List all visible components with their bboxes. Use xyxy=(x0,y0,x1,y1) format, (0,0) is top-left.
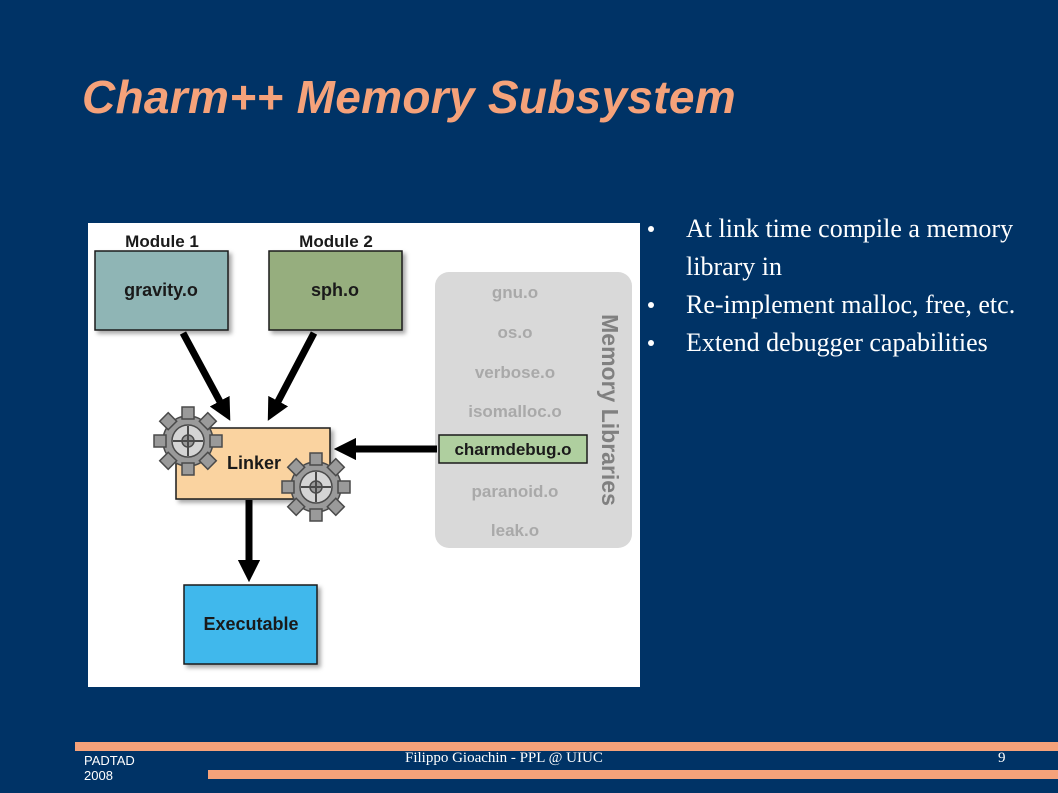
footer-conference: PADTAD 2008 xyxy=(84,753,135,783)
bullet-item: Re-implement malloc, free, etc. xyxy=(648,286,1048,324)
gear-icon xyxy=(153,406,223,476)
module2-box xyxy=(268,250,403,331)
library-item: gnu.o xyxy=(492,283,538,302)
footer-accent-bar-bottom xyxy=(208,770,1058,779)
library-item: paranoid.o xyxy=(472,482,559,501)
bullet-dot-icon xyxy=(648,226,654,232)
bullet-dot-icon xyxy=(648,302,654,308)
footer-accent-bar-top xyxy=(75,742,1058,751)
module1-box xyxy=(94,250,229,331)
module1-header: Module 1 xyxy=(125,232,199,251)
gear-icon xyxy=(281,452,351,522)
memory-subsystem-diagram: Module 1 Module 2 gravity.o sph.o gnu.o … xyxy=(88,223,640,687)
bullet-text: Extend debugger capabilities xyxy=(686,328,988,357)
module2-file: sph.o xyxy=(311,280,359,300)
slide-title: Charm++ Memory Subsystem xyxy=(82,71,737,123)
bullet-item: Extend debugger capabilities xyxy=(648,324,1048,362)
executable-box xyxy=(183,584,318,665)
page-number: 9 xyxy=(998,750,1006,766)
arrow-module2-to-linker xyxy=(267,331,318,421)
bullet-list: At link time compile a memory library in… xyxy=(648,210,1048,362)
arrow-module1-to-linker xyxy=(179,331,231,421)
bullet-text: At link time compile a memory library in xyxy=(686,214,1014,281)
footer-conference-year: 2008 xyxy=(84,768,113,783)
library-item: isomalloc.o xyxy=(468,402,562,421)
bullet-text: Re-implement malloc, free, etc. xyxy=(686,290,1016,319)
library-item: os.o xyxy=(498,323,533,342)
module2-header: Module 2 xyxy=(299,232,373,251)
executable-label: Executable xyxy=(203,614,298,634)
linker-label: Linker xyxy=(227,453,281,473)
bullet-dot-icon xyxy=(648,340,654,346)
selected-library-box xyxy=(438,434,588,464)
module1-file: gravity.o xyxy=(124,280,198,300)
diagram-svg: Module 1 Module 2 gravity.o sph.o gnu.o … xyxy=(94,232,632,665)
library-item: leak.o xyxy=(491,521,539,540)
footer-conference-name: PADTAD xyxy=(84,753,135,768)
memory-libraries-title: Memory Libraries xyxy=(597,314,623,506)
footer-author: Filippo Gioachin - PPL @ UIUC xyxy=(405,750,603,766)
bullet-item: At link time compile a memory library in xyxy=(648,210,1048,286)
library-item: verbose.o xyxy=(475,363,555,382)
selected-library: charmdebug.o xyxy=(454,440,571,459)
memory-libraries-panel xyxy=(435,272,632,548)
